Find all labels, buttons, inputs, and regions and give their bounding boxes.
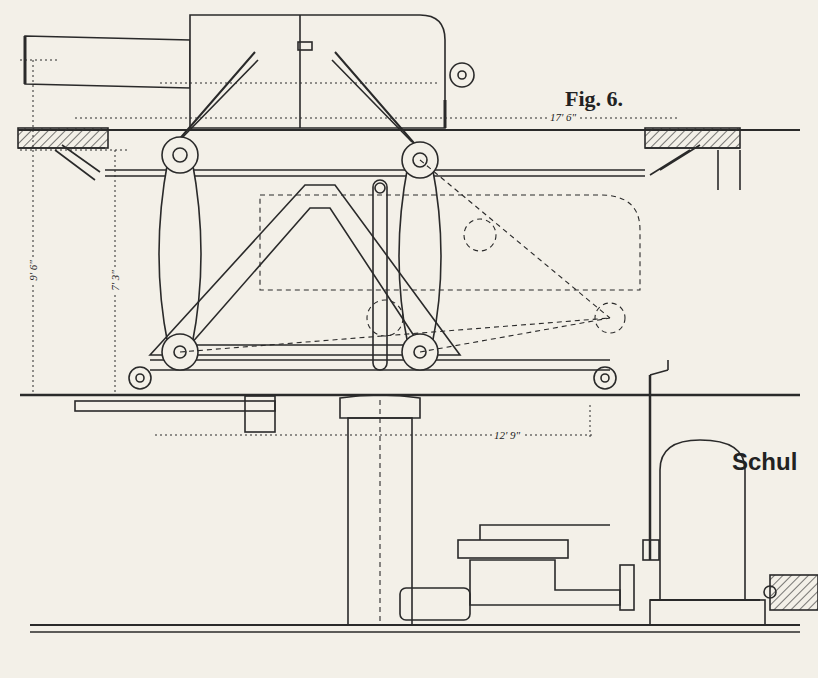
dimension-label: 9' 6" (27, 258, 38, 283)
figure-number: Fig. 6. (565, 88, 623, 110)
dimension-label: 17' 6" (548, 112, 578, 123)
figure-heading: Schul (732, 450, 797, 474)
dimension-label: 7' 3" (109, 268, 120, 293)
dimension-label: 12' 9" (492, 430, 522, 441)
